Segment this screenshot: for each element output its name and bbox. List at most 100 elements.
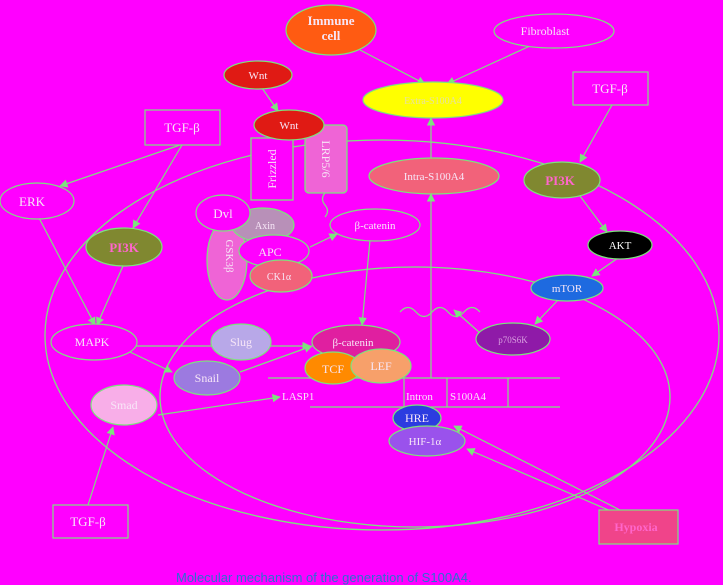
- nucleus-membrane: [159, 266, 671, 528]
- erk-label: ERK: [19, 194, 46, 209]
- arrow-akt-to-mtor: [591, 257, 619, 277]
- wnt-outer-label: Wnt: [249, 70, 268, 82]
- beta-catenin-nucleus-label: β-catenin: [332, 337, 374, 349]
- tgfb-bottom-label: TGF-β: [70, 514, 106, 529]
- hif1a-shape: [388, 425, 466, 457]
- smad-shape: [90, 384, 158, 426]
- ck1a-shape: [249, 259, 313, 293]
- arrow-hypoxia-to-hif1a: [466, 448, 621, 516]
- node-wnt-outer: Wnt: [223, 60, 293, 90]
- node-p70s6k: p70S6K: [475, 322, 551, 356]
- tgfb-top-left-label: TGF-β: [164, 120, 200, 135]
- hif1a-label: HIF-1α: [409, 436, 442, 448]
- cell-membrane: [44, 139, 720, 531]
- intra-s100a4-label: Intra-S100A4: [404, 171, 465, 183]
- tcf-label: TCF: [322, 362, 344, 376]
- node-ck1a: CK1α: [249, 259, 313, 293]
- tgfb-top-right-box: [572, 71, 649, 106]
- node-beta-catenin-cytoplasm: β-catenin: [329, 208, 421, 242]
- arrow-tgfb-to-erk: [59, 144, 181, 188]
- node-hif1a: HIF-1α: [388, 425, 466, 457]
- slug-label: Slug: [230, 335, 252, 349]
- snail-label: Snail: [195, 371, 220, 385]
- pi3k-right-label: PI3K: [545, 173, 576, 188]
- tgfb-top-left-box: [144, 109, 221, 146]
- beta-catenin-cytoplasm-label: β-catenin: [354, 220, 396, 232]
- fibroblast-shape: [493, 13, 615, 49]
- intron-label: Intron: [406, 391, 433, 403]
- extra-s100a4-label: Extra-S100A4: [404, 96, 462, 107]
- node-hypoxia: Hypoxia: [598, 509, 679, 545]
- pi3k-right-shape: [523, 161, 601, 199]
- frizzled-label: Frizzled: [265, 149, 279, 188]
- pi3k-left-label: PI3K: [109, 240, 140, 255]
- node-tgfb-bottom: TGF-β: [52, 504, 129, 539]
- mtor-shape: [530, 274, 604, 302]
- fibroblast-label: Fibroblast: [521, 24, 570, 38]
- snail-shape: [173, 360, 241, 396]
- node-fibroblast: Fibroblast: [493, 13, 615, 49]
- arrow-smad-to-lasp1: [157, 393, 281, 416]
- frizzled-receptor: [250, 137, 294, 201]
- arrow-mapk-to-snail: [129, 351, 173, 373]
- p70s6k-shape: [475, 322, 551, 356]
- node-tgfb-top-right: TGF-β: [572, 71, 649, 106]
- node-wnt-inner: Wnt: [253, 109, 325, 141]
- apc-label: APC: [258, 245, 281, 259]
- arrow-pi3k-to-akt: [579, 195, 608, 233]
- lef-label: LEF: [370, 359, 392, 373]
- mrna-wave: [399, 306, 481, 318]
- arrow-p70s6k-to-mrna: [453, 309, 481, 334]
- axin-label: Axin: [255, 221, 275, 232]
- node-pi3k-right: PI3K: [523, 161, 601, 199]
- arrow-pi3k-to-mapk: [96, 265, 124, 326]
- tgfb-top-right-label: TGF-β: [592, 81, 628, 96]
- node-mapk: MAPK: [50, 323, 138, 361]
- node-mtor: mTOR: [530, 274, 604, 302]
- node-tgfb-top-left: TGF-β: [144, 109, 221, 146]
- node-erk: ERK: [0, 182, 75, 220]
- wnt-inner-shape: [253, 109, 325, 141]
- hypoxia-box: [598, 509, 679, 545]
- mtor-label: mTOR: [552, 283, 583, 295]
- arrow-tgfb-to-smad: [87, 426, 115, 506]
- lrp56-label: LRP5/6: [319, 140, 333, 177]
- ck1a-label: CK1α: [267, 272, 292, 283]
- node-dvl: Dvl: [195, 194, 251, 232]
- slug-shape: [210, 323, 272, 361]
- node-lef: LEF: [350, 348, 412, 384]
- arrow-snail-to-beta-catenin: [239, 344, 313, 373]
- lasp1-label: LASP1: [282, 391, 314, 403]
- pi3k-left-shape: [85, 227, 163, 267]
- arrow-tgfb-to-pi3k-right: [579, 104, 613, 163]
- node-slug: Slug: [210, 323, 272, 361]
- node-extra-s100a4: Extra-S100A4: [362, 81, 504, 119]
- node-snail: Snail: [173, 360, 241, 396]
- pathway-arrows: [37, 45, 621, 516]
- arrow-mtor-to-p70s6k: [534, 299, 559, 325]
- lrp56-wave: [321, 192, 329, 218]
- mapk-shape: [50, 323, 138, 361]
- mapk-label: MAPK: [75, 335, 110, 349]
- hypoxia-label: Hypoxia: [614, 520, 657, 534]
- arrow-wnt-to-wnt: [261, 87, 279, 112]
- hre-label: HRE: [405, 411, 429, 425]
- arrow-fibroblast-to-extra: [446, 45, 531, 85]
- arrow-apc-to-beta-catenin: [309, 233, 338, 248]
- dvl-label: Dvl: [213, 206, 233, 221]
- p70s6k-label: p70S6K: [498, 335, 528, 345]
- intra-s100a4-shape: [368, 157, 500, 195]
- arrow-tgfb-to-pi3k-left: [132, 144, 183, 229]
- wnt-outer-shape: [223, 60, 293, 90]
- arrow-erk-to-mapk: [37, 215, 96, 326]
- wnt-inner-label: Wnt: [280, 120, 299, 132]
- immune-cell-shape: [285, 4, 377, 56]
- node-akt: AKT: [587, 230, 653, 260]
- node-intra-s100a4: Intra-S100A4: [368, 157, 500, 195]
- node-hre: HRE: [392, 404, 442, 432]
- lrp56-receptor: [304, 124, 348, 194]
- erk-shape: [0, 182, 75, 220]
